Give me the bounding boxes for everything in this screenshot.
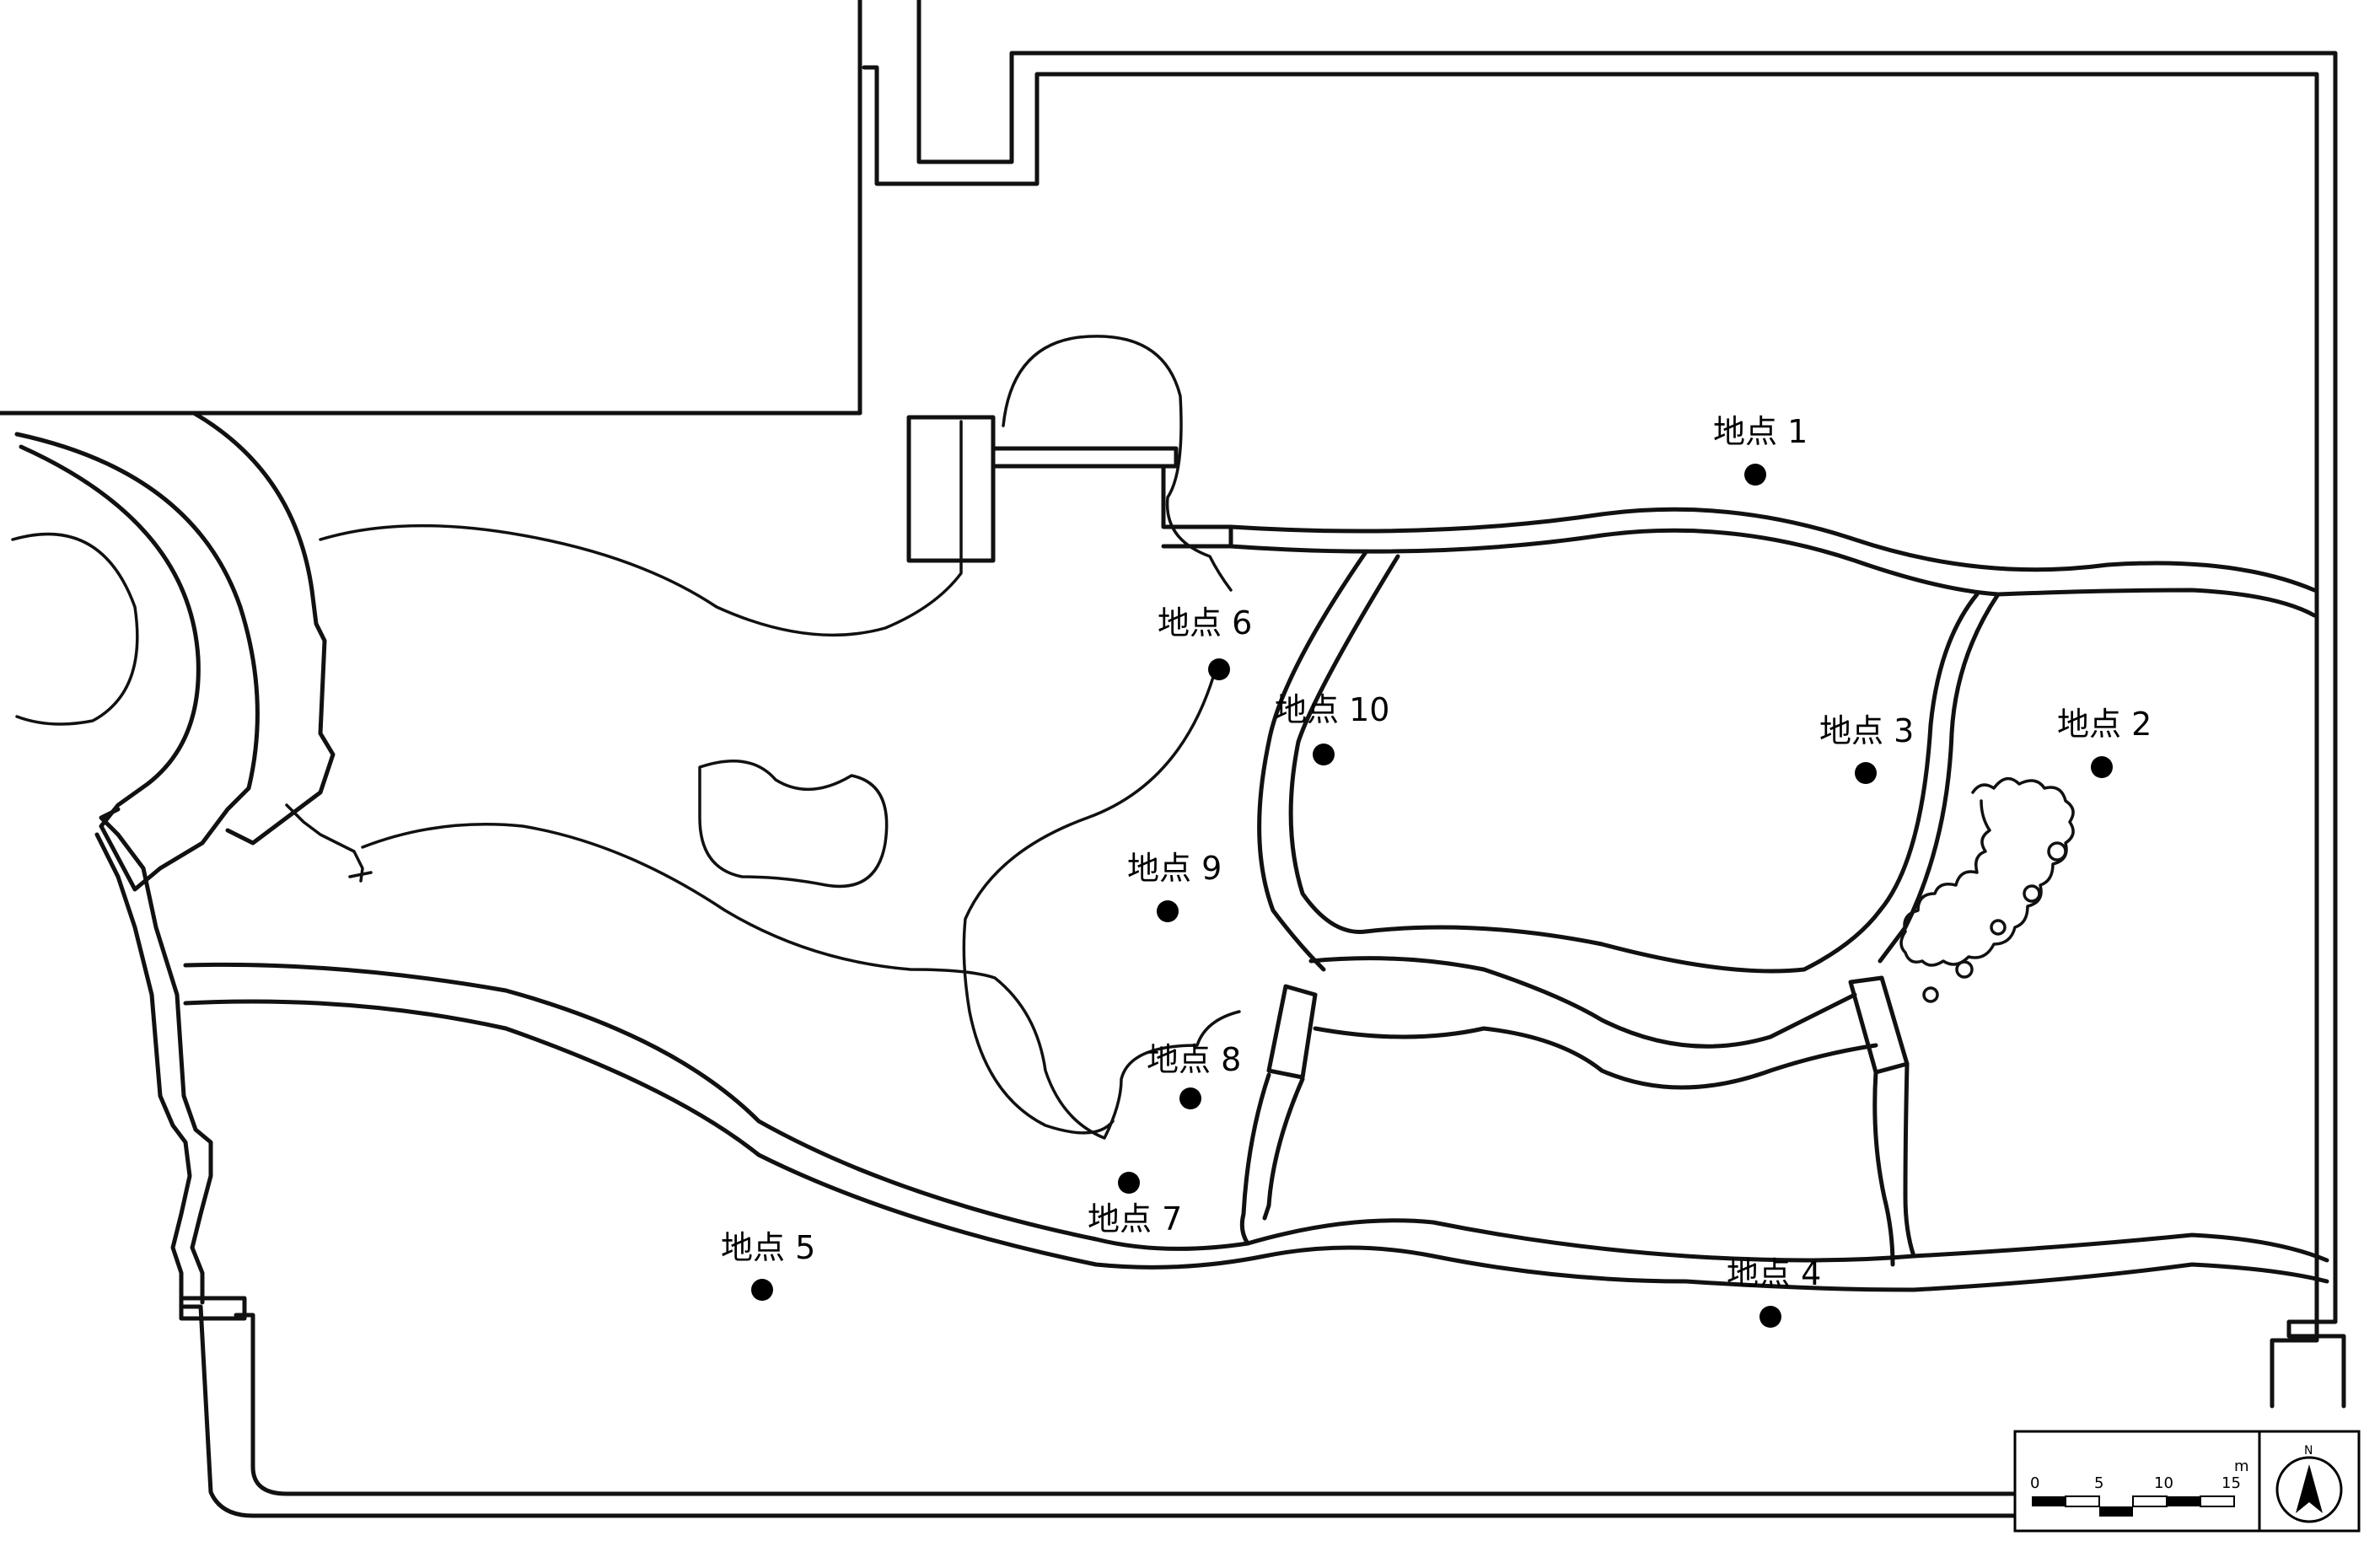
scale-tick-0: 0 [2030, 1474, 2039, 1492]
se-link-inner [1903, 1061, 1916, 1259]
south-link-outer [1239, 1072, 1271, 1246]
survey-point-label-p5: 地点 5 [721, 1229, 815, 1266]
bridge-east [1848, 975, 1910, 1075]
scale-segment [2132, 1495, 2168, 1507]
gate-post [179, 1296, 247, 1321]
pond-north-edge [319, 420, 963, 637]
pond-tongue [1002, 335, 1233, 592]
scale-bar: 0 5 10 15 m [2013, 1430, 2261, 1533]
plaza-chain [285, 803, 373, 883]
scale-segment [2099, 1506, 2133, 1517]
ring-west-inner [1288, 554, 1400, 934]
north-label: N [2304, 1444, 2313, 1458]
stone [1922, 986, 1939, 1003]
survey-point-p7 [1118, 1172, 1140, 1194]
survey-point-p1 [1744, 464, 1766, 486]
plaza-inner-ring [191, 411, 336, 846]
north-circle [2275, 1456, 2343, 1523]
north-path-outer [1228, 507, 2317, 593]
survey-point-p5 [751, 1279, 773, 1301]
scale-segment [2032, 1496, 2066, 1506]
building-outline [0, 0, 862, 416]
survey-point-p6 [1208, 658, 1230, 680]
survey-point-p2 [2091, 756, 2113, 778]
stone [2023, 884, 2041, 903]
north-arrow-icon: N [2258, 1430, 2361, 1533]
survey-point-label-p2: 地点 2 [2057, 706, 2152, 743]
survey-point-label-p3: 地点 3 [1819, 712, 1914, 749]
survey-point-label-p9: 地点 9 [1127, 850, 1222, 887]
south-link-inner [1262, 1077, 1305, 1221]
survey-point-label-p4: 地点 4 [1727, 1255, 1821, 1292]
survey-point-p10 [1313, 744, 1335, 765]
pavilion [906, 415, 996, 563]
ring-south-outer [1363, 908, 1883, 974]
survey-point-p9 [1157, 900, 1179, 922]
survey-point-label-p10: 地点 10 [1275, 691, 1389, 728]
ring-west-outer [1257, 550, 1368, 972]
rock-garden [1899, 776, 2075, 1003]
south-path-north [183, 962, 2329, 1263]
ring-east-inner [1878, 592, 2001, 964]
survey-point-p3 [1855, 762, 1877, 784]
notch-wall-inner [862, 65, 2319, 1409]
circular-plaza [11, 411, 373, 892]
scale-unit: m [2234, 1458, 2249, 1475]
se-link-outer [1872, 1070, 1895, 1267]
scale-segment [2065, 1495, 2100, 1507]
pond-island [698, 759, 889, 889]
mid-path-south [1313, 1026, 1878, 1090]
south-wall-outer [234, 1313, 2017, 1496]
plaza-outer-ring [14, 432, 260, 892]
survey-points: 地点 1 地点 2 地点 3 地点 4 地点 5 地点 6 地点 7 地点 8 地点 9 地点 1… [721, 413, 2152, 1328]
mid-path-north [1308, 956, 1857, 1049]
survey-point-label-p7: 地点 7 [1088, 1200, 1182, 1238]
scale-tick-10: 10 [2154, 1474, 2173, 1492]
west-wall-inner [94, 832, 192, 1305]
notch-wall-outer [916, 0, 2346, 1409]
pond-south-edge [361, 823, 1241, 1140]
ring-east-outer [1878, 592, 1980, 913]
stone [2047, 841, 2067, 862]
stone-chain [1899, 776, 2075, 967]
survey-point-p4 [1759, 1306, 1781, 1328]
scale-segment [2200, 1495, 2235, 1507]
south-path-south [183, 999, 2329, 1292]
north-pointer [2296, 1464, 2323, 1513]
scale-segment [2167, 1496, 2200, 1506]
scale-tick-15: 15 [2222, 1474, 2241, 1492]
pond-east-edge [962, 673, 1216, 1135]
scale-tick-5: 5 [2094, 1474, 2103, 1492]
walkways [183, 507, 2329, 1292]
bridge-west [1266, 984, 1318, 1080]
pavilion-bridge [991, 446, 1233, 549]
survey-point-label-p8: 地点 8 [1147, 1041, 1241, 1078]
survey-point-label-p1: 地点 1 [1713, 413, 1808, 450]
north-path-inner [1228, 528, 2317, 618]
boundary-walls [0, 0, 2346, 1518]
south-wall-inner [181, 1304, 2017, 1518]
stone [1990, 919, 2007, 936]
survey-point-label-p6: 地点 6 [1158, 604, 1252, 642]
survey-point-p8 [1179, 1087, 1201, 1109]
west-wall [99, 807, 213, 1305]
scale-frame [2013, 1430, 2261, 1533]
plaza-pool-edge [11, 532, 139, 726]
pond [319, 335, 1241, 1140]
stone [1955, 960, 1974, 979]
